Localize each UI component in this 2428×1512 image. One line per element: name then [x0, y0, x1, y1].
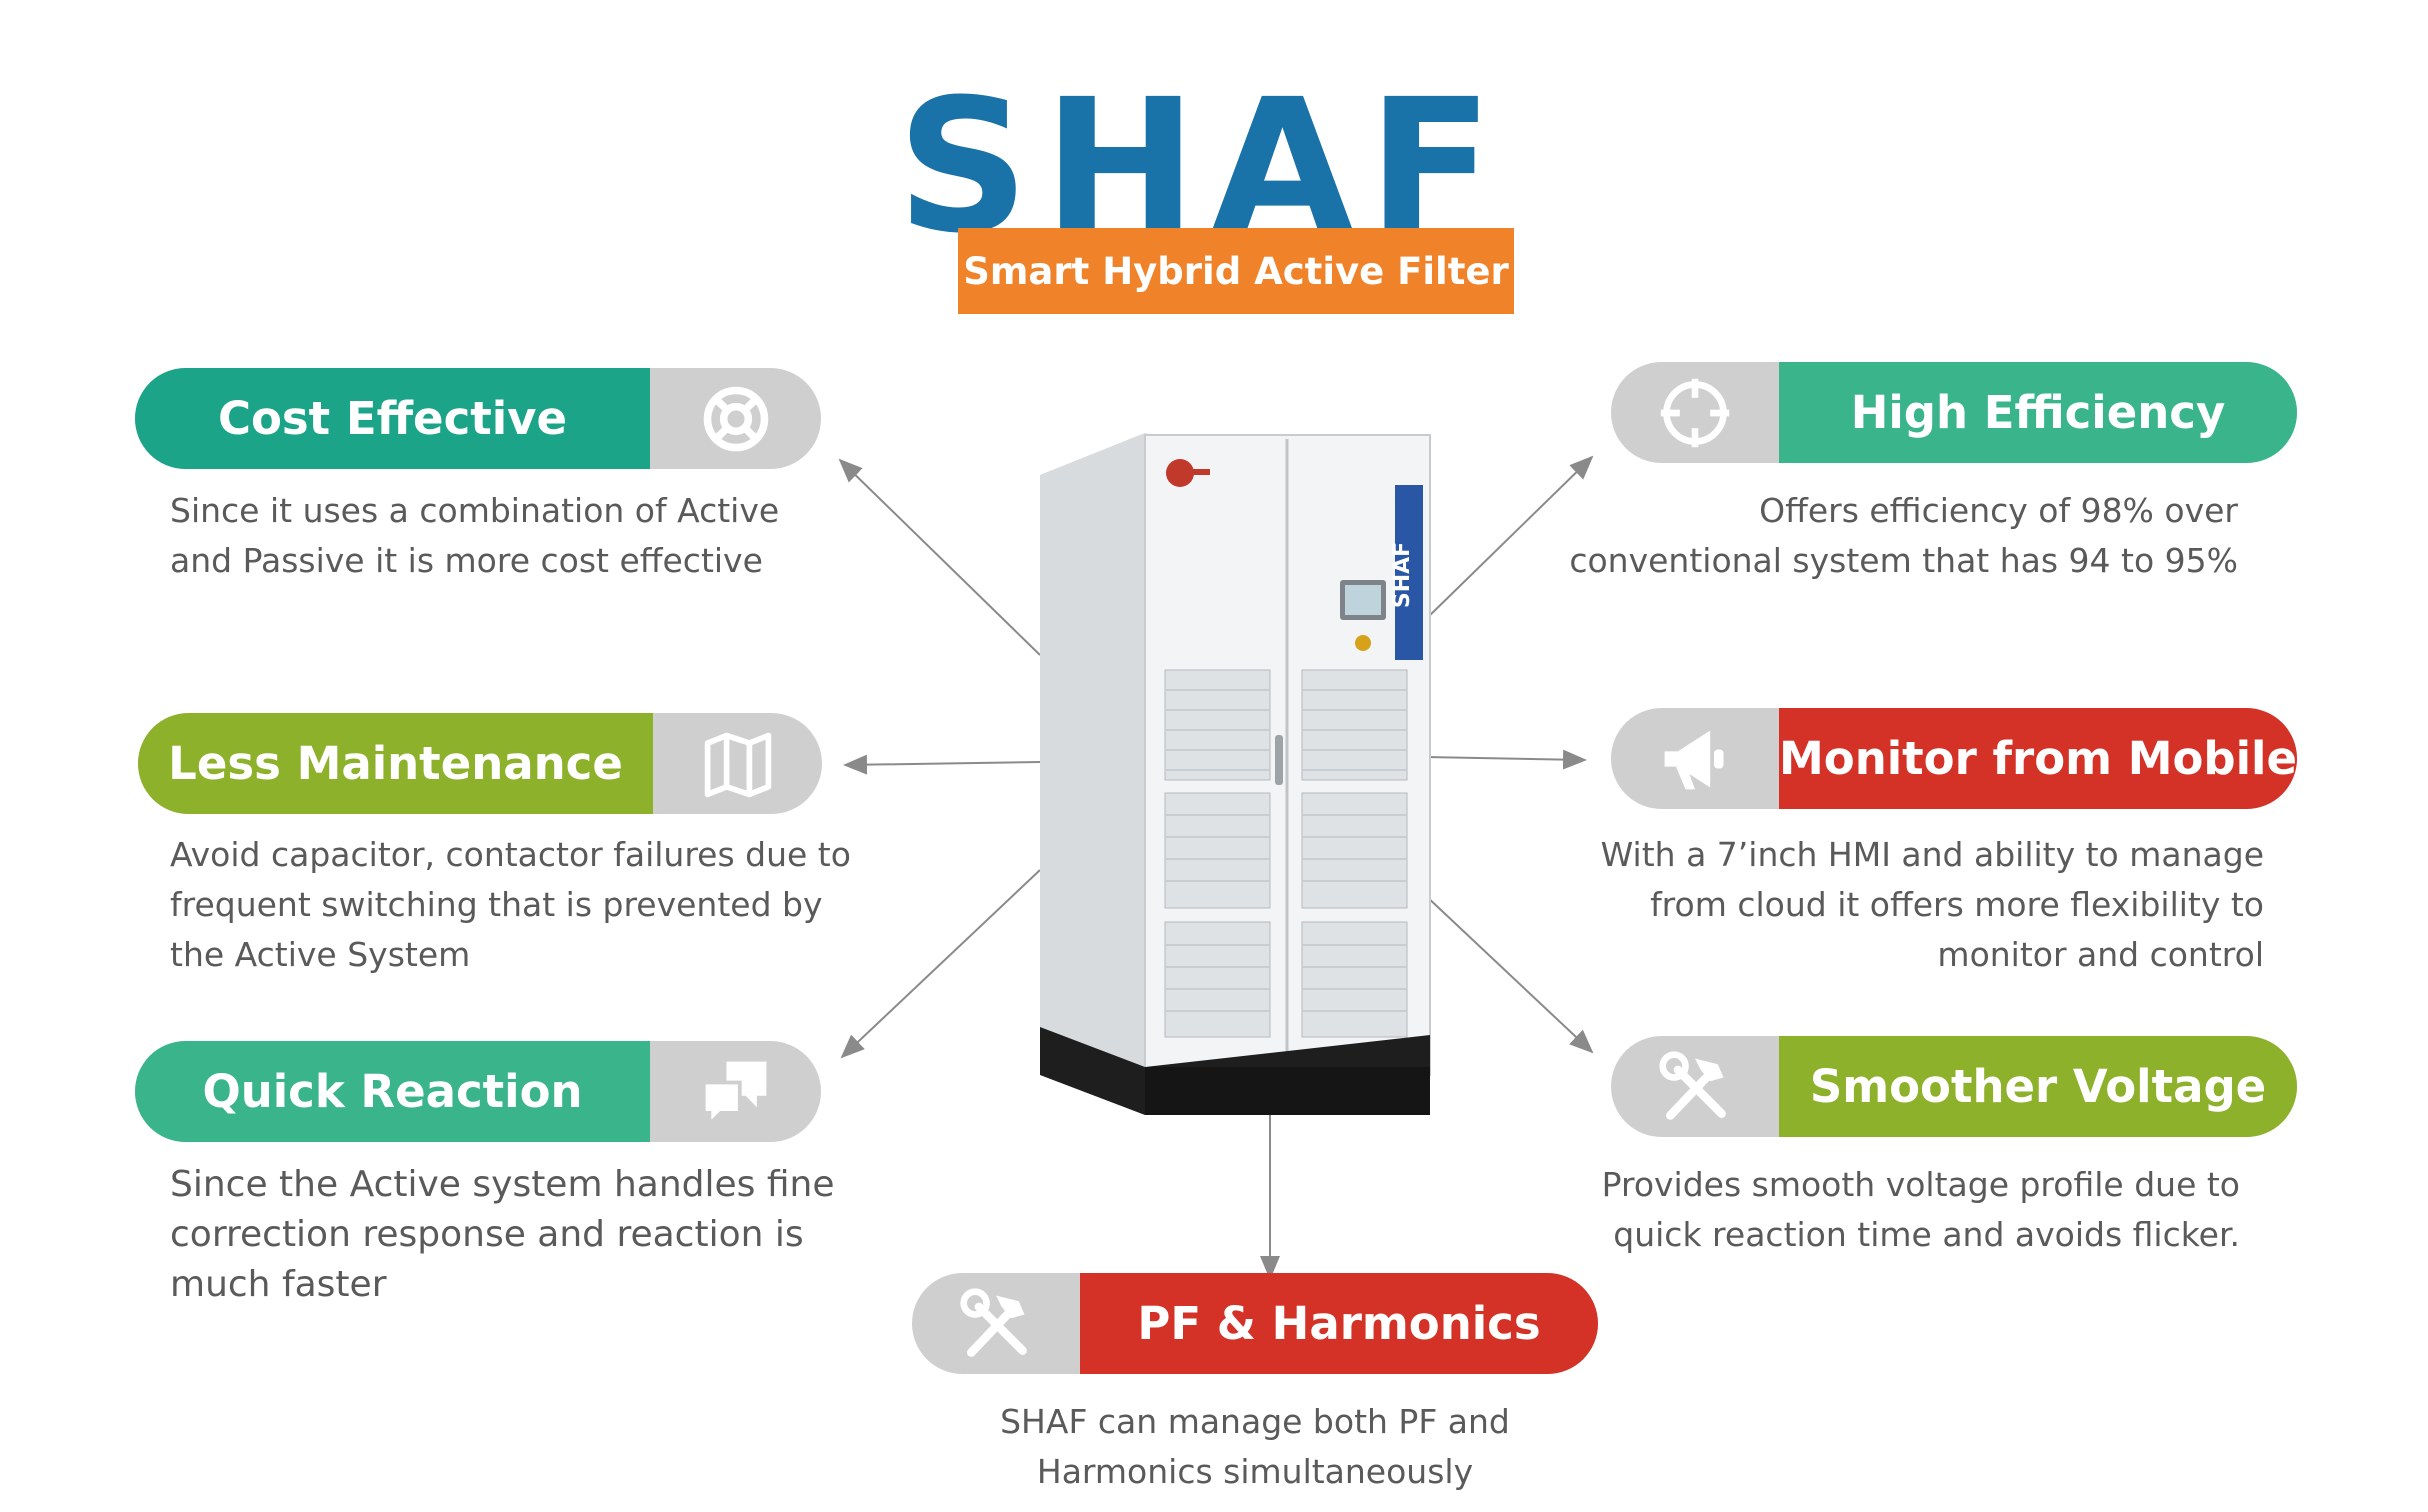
desc-line: Since the Active system handles fine: [170, 1164, 835, 1205]
arrow-monitor-mobile: [1424, 749, 1587, 770]
desc-line: the Active System: [170, 935, 471, 974]
feature-less-maintenance-description: Avoid capacitor, contactor failures due …: [170, 830, 851, 980]
arrow-high-efficiency: [1424, 455, 1594, 621]
feature-cost-effective-label: Cost Effective: [135, 368, 650, 469]
desc-line: Offers efficiency of 98% over: [1759, 491, 2238, 530]
feature-smoother-voltage-description: Provides smooth voltage profile due to q…: [1602, 1160, 2240, 1260]
desc-line: and Passive it is more cost effective: [170, 541, 763, 580]
arrow-quick-reaction: [840, 869, 1041, 1059]
desc-line: Since it uses a combination of Active: [170, 491, 780, 530]
feature-high-efficiency-description: Offers efficiency of 98% over convention…: [1569, 486, 2238, 586]
desc-line: frequent switching that is prevented by: [170, 885, 823, 924]
feature-smoother-voltage: Smoother Voltage: [1611, 1036, 2297, 1137]
crosshair-icon: [1611, 362, 1779, 463]
desc-line: Provides smooth voltage profile due to: [1601, 1165, 2240, 1204]
tools-icon: [912, 1273, 1080, 1374]
feature-cost-effective: Cost Effective: [135, 368, 821, 469]
subtitle-banner: Smart Hybrid Active Filter: [958, 228, 1514, 314]
feature-high-efficiency-label: High Efficiency: [1779, 362, 2297, 463]
desc-line: monitor and control: [1937, 935, 2264, 974]
feature-quick-reaction-description: Since the Active system handles fine cor…: [170, 1160, 835, 1310]
shaf-cabinet-illustration: SHAF: [1040, 433, 1431, 1115]
feature-pf-harmonics: PF & Harmonics: [912, 1273, 1598, 1374]
arrow-less-maintenance: [843, 754, 1041, 775]
feature-high-efficiency: High Efficiency: [1611, 362, 2297, 463]
desc-line: Harmonics simultaneously: [1036, 1452, 1474, 1491]
feature-quick-reaction: Quick Reaction: [135, 1041, 821, 1142]
lifebuoy-icon: [650, 368, 821, 469]
desc-line: much faster: [170, 1264, 387, 1305]
megaphone-icon: [1611, 708, 1779, 809]
desc-line: SHAF can manage both PF and: [1000, 1402, 1510, 1441]
feature-smoother-voltage-label: Smoother Voltage: [1779, 1036, 2297, 1137]
arrow-cost-effective: [838, 458, 1041, 656]
feature-less-maintenance-label: Less Maintenance: [138, 713, 653, 814]
feature-quick-reaction-label: Quick Reaction: [135, 1041, 650, 1142]
feature-pf-harmonics-description: SHAF can manage both PF and Harmonics si…: [900, 1397, 1610, 1497]
desc-line: conventional system that has 94 to 95%: [1569, 541, 2238, 580]
subtitle-text: Smart Hybrid Active Filter: [963, 249, 1509, 293]
tools-icon: [1611, 1036, 1779, 1137]
feature-monitor-mobile: Monitor from Mobile: [1611, 708, 2297, 809]
desc-line: Avoid capacitor, contactor failures due …: [170, 835, 851, 874]
feature-pf-harmonics-label: PF & Harmonics: [1080, 1273, 1598, 1374]
feature-less-maintenance: Less Maintenance: [138, 713, 822, 814]
feature-cost-effective-description: Since it uses a combination of Active an…: [170, 486, 779, 586]
arrow-smoother-voltage: [1424, 894, 1594, 1054]
desc-line: quick reaction time and avoids flicker.: [1613, 1215, 2240, 1254]
feature-monitor-mobile-label: Monitor from Mobile: [1779, 708, 2297, 809]
desc-line: With a 7’inch HMI and ability to manage: [1600, 835, 2264, 874]
desc-line: correction response and reaction is: [170, 1214, 804, 1255]
chat-icon: [650, 1041, 821, 1142]
desc-line: from cloud it offers more flexibility to: [1650, 885, 2264, 924]
cabinet-side-label: SHAF: [1390, 542, 1415, 608]
feature-monitor-mobile-description: With a 7’inch HMI and ability to manage …: [1601, 830, 2264, 980]
map-icon: [653, 713, 822, 814]
